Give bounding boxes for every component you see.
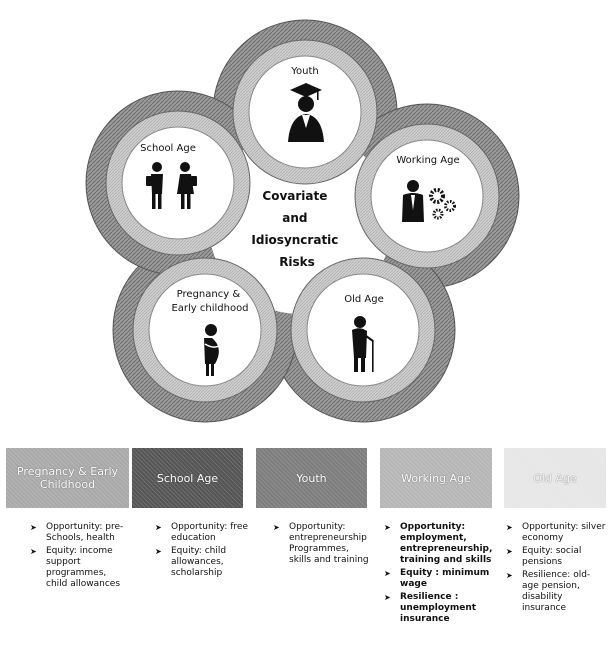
ring-working-age [354,123,500,269]
stage-label: Youth [296,471,327,485]
stage-youth: Youth [256,448,367,508]
elder-with-cane-icon [352,316,374,372]
bullet-item: Resilience : unemployment insurance [384,592,492,625]
stage-label: Old Age [533,471,577,485]
bullet-item: Resilience: old-age pension, disability … [506,570,606,614]
bullets-youth: Opportunity: entrepreneurship Programmes… [273,522,373,568]
bullets-old-age: Opportunity: silver economy Equity: soci… [506,522,606,616]
stage-label: Pregnancy & Early Childhood [16,465,119,491]
node-label-working-age: Working Age [396,155,459,166]
center-title: Covariate and Idiosyncratic Risks [251,189,342,269]
lifecycle-stages-bar: Pregnancy & Early Childhood School Age Y… [6,448,606,510]
schoolchildren-icon [146,162,197,209]
bullet-item: Opportunity: employment, entrepreneurshi… [384,522,492,566]
stage-pregnancy-early-childhood: Pregnancy & Early Childhood [6,448,129,508]
bullet-item: Opportunity: entrepreneurship Programmes… [273,522,373,566]
node-label-school-age: School Age [140,143,196,154]
bullet-item: Equity: child allowances, scholarship [155,546,250,579]
ring-school-age [105,110,251,256]
worker-gears-icon [402,180,456,222]
node-label-pregnancy: Pregnancy & Early childhood [171,289,248,314]
bullet-item: Opportunity: pre-Schools, health [30,522,130,544]
ring-youth [232,39,378,185]
bullet-item: Equity: social pensions [506,546,606,568]
bullets-working-age: Opportunity: employment, entrepreneurshi… [384,522,492,627]
stage-label: School Age [156,471,219,485]
lifecycle-diagram: Youth Working Age Old Age Pregnancy & Ea… [85,19,520,423]
bullets-school-age: Opportunity: free education Equity: chil… [155,522,250,581]
bullet-item: Equity: income support programmes, child… [30,546,130,590]
bullets-pregnancy-early-childhood: Opportunity: pre-Schools, health Equity:… [30,522,130,592]
stage-old-age: Old Age [504,448,606,508]
stage-school-age: School Age [132,448,243,508]
bullet-item: Equity : minimum wage [384,568,492,590]
bullet-item: Opportunity: free education [155,522,250,544]
stage-label: Working Age [401,471,471,485]
pregnant-woman-icon [204,324,220,376]
node-label-youth: Youth [290,66,319,77]
node-label-old-age: Old Age [344,294,384,305]
stage-working-age: Working Age [380,448,492,508]
graduate-icon [288,83,324,142]
bullet-item: Opportunity: silver economy [506,522,606,544]
